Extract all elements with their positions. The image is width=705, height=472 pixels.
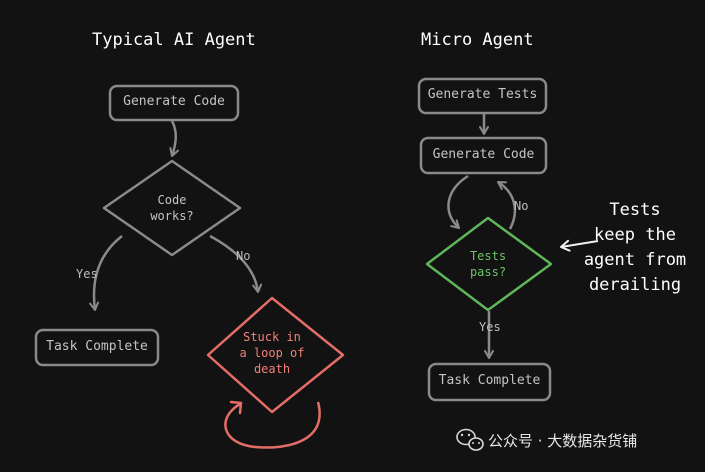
left-decision-label: Code works? bbox=[122, 192, 222, 224]
watermark-text: 公众号 · 大数据杂货铺 bbox=[488, 432, 638, 450]
annotation-line-4: derailing bbox=[588, 275, 682, 295]
left-task-complete-box bbox=[34, 328, 160, 367]
left-arrow-yes bbox=[89, 235, 123, 311]
left-decision-line-1: Code bbox=[157, 193, 187, 207]
annotation-line-2: keep the bbox=[594, 225, 676, 245]
annotation-line-3: agent from bbox=[583, 250, 687, 270]
right-decision-diamond bbox=[425, 216, 553, 312]
left-generate-code-label: Generate Code bbox=[123, 94, 225, 109]
left-decision-line-2: works? bbox=[150, 209, 194, 223]
left-stuck-line-2: a loop of bbox=[239, 346, 305, 360]
annotation-line-1: Tests bbox=[609, 200, 661, 220]
right-decision-line-1: Tests bbox=[469, 249, 507, 263]
left-death-loop-arrowhead bbox=[229, 400, 243, 415]
left-arrow-generate-to-decision bbox=[169, 120, 180, 157]
annotation-text: Tests keep the agent from derailing bbox=[574, 198, 696, 298]
left-stuck-line-3: death bbox=[253, 362, 291, 376]
right-task-complete-box bbox=[427, 362, 552, 402]
right-arrow-code-to-decision bbox=[447, 174, 469, 229]
right-yes-label: Yes bbox=[479, 320, 501, 334]
annotation-arrow bbox=[560, 239, 599, 252]
right-generate-code-box bbox=[419, 136, 548, 175]
left-stuck-label: Stuck in a loop of death bbox=[222, 329, 322, 377]
right-task-complete-label: Task Complete bbox=[438, 373, 541, 388]
right-generate-code-label: Generate Code bbox=[432, 147, 535, 162]
left-arrow-no bbox=[209, 234, 263, 293]
left-title: Typical AI Agent bbox=[92, 30, 256, 50]
right-title: Micro Agent bbox=[421, 30, 534, 50]
wechat-icon bbox=[456, 428, 484, 451]
left-generate-code-box bbox=[108, 84, 240, 122]
left-yes-label: Yes bbox=[76, 267, 98, 281]
right-decision-label: Tests pass? bbox=[438, 248, 538, 280]
right-no-label: No bbox=[514, 199, 529, 213]
right-generate-tests-label: Generate Tests bbox=[427, 87, 538, 102]
right-arrow-no-loop bbox=[497, 180, 517, 230]
left-death-loop-arrow bbox=[224, 401, 321, 449]
left-stuck-line-1: Stuck in bbox=[243, 330, 301, 344]
left-task-complete-label: Task Complete bbox=[46, 339, 148, 354]
left-stuck-diamond bbox=[206, 296, 345, 414]
right-generate-tests-box bbox=[417, 77, 548, 115]
left-no-label: No bbox=[236, 249, 251, 263]
right-decision-line-2: pass? bbox=[469, 265, 507, 279]
left-decision-diamond bbox=[102, 159, 242, 257]
